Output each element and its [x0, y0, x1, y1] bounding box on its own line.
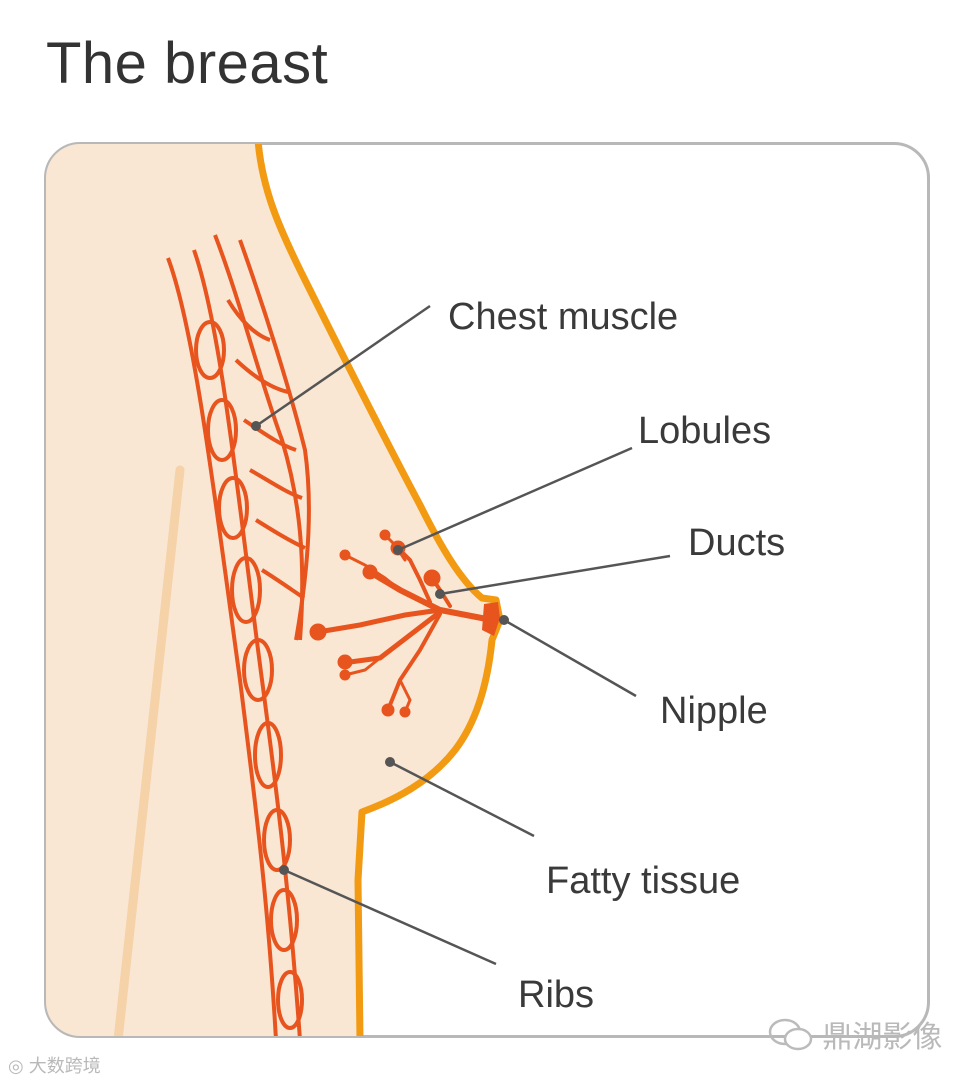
wechat-icon	[768, 1018, 814, 1060]
label-nipple: Nipple	[660, 690, 768, 733]
body-silhouette	[40, 140, 500, 1040]
label-ducts: Ducts	[688, 522, 785, 565]
watermark-left-logo-icon: ◎	[8, 1056, 24, 1076]
label-ribs: Ribs	[518, 974, 594, 1017]
label-lobules: Lobules	[638, 410, 771, 453]
watermark-right: 鼎湖影像	[768, 1012, 942, 1060]
watermark-left-text: 大数跨境	[29, 1056, 101, 1076]
label-fatty-tissue: Fatty tissue	[546, 860, 740, 903]
watermark-right-text: 鼎湖影像	[822, 1021, 942, 1054]
watermark-left: ◎ 大数跨境	[8, 1052, 101, 1078]
label-chest-muscle: Chest muscle	[448, 296, 678, 339]
